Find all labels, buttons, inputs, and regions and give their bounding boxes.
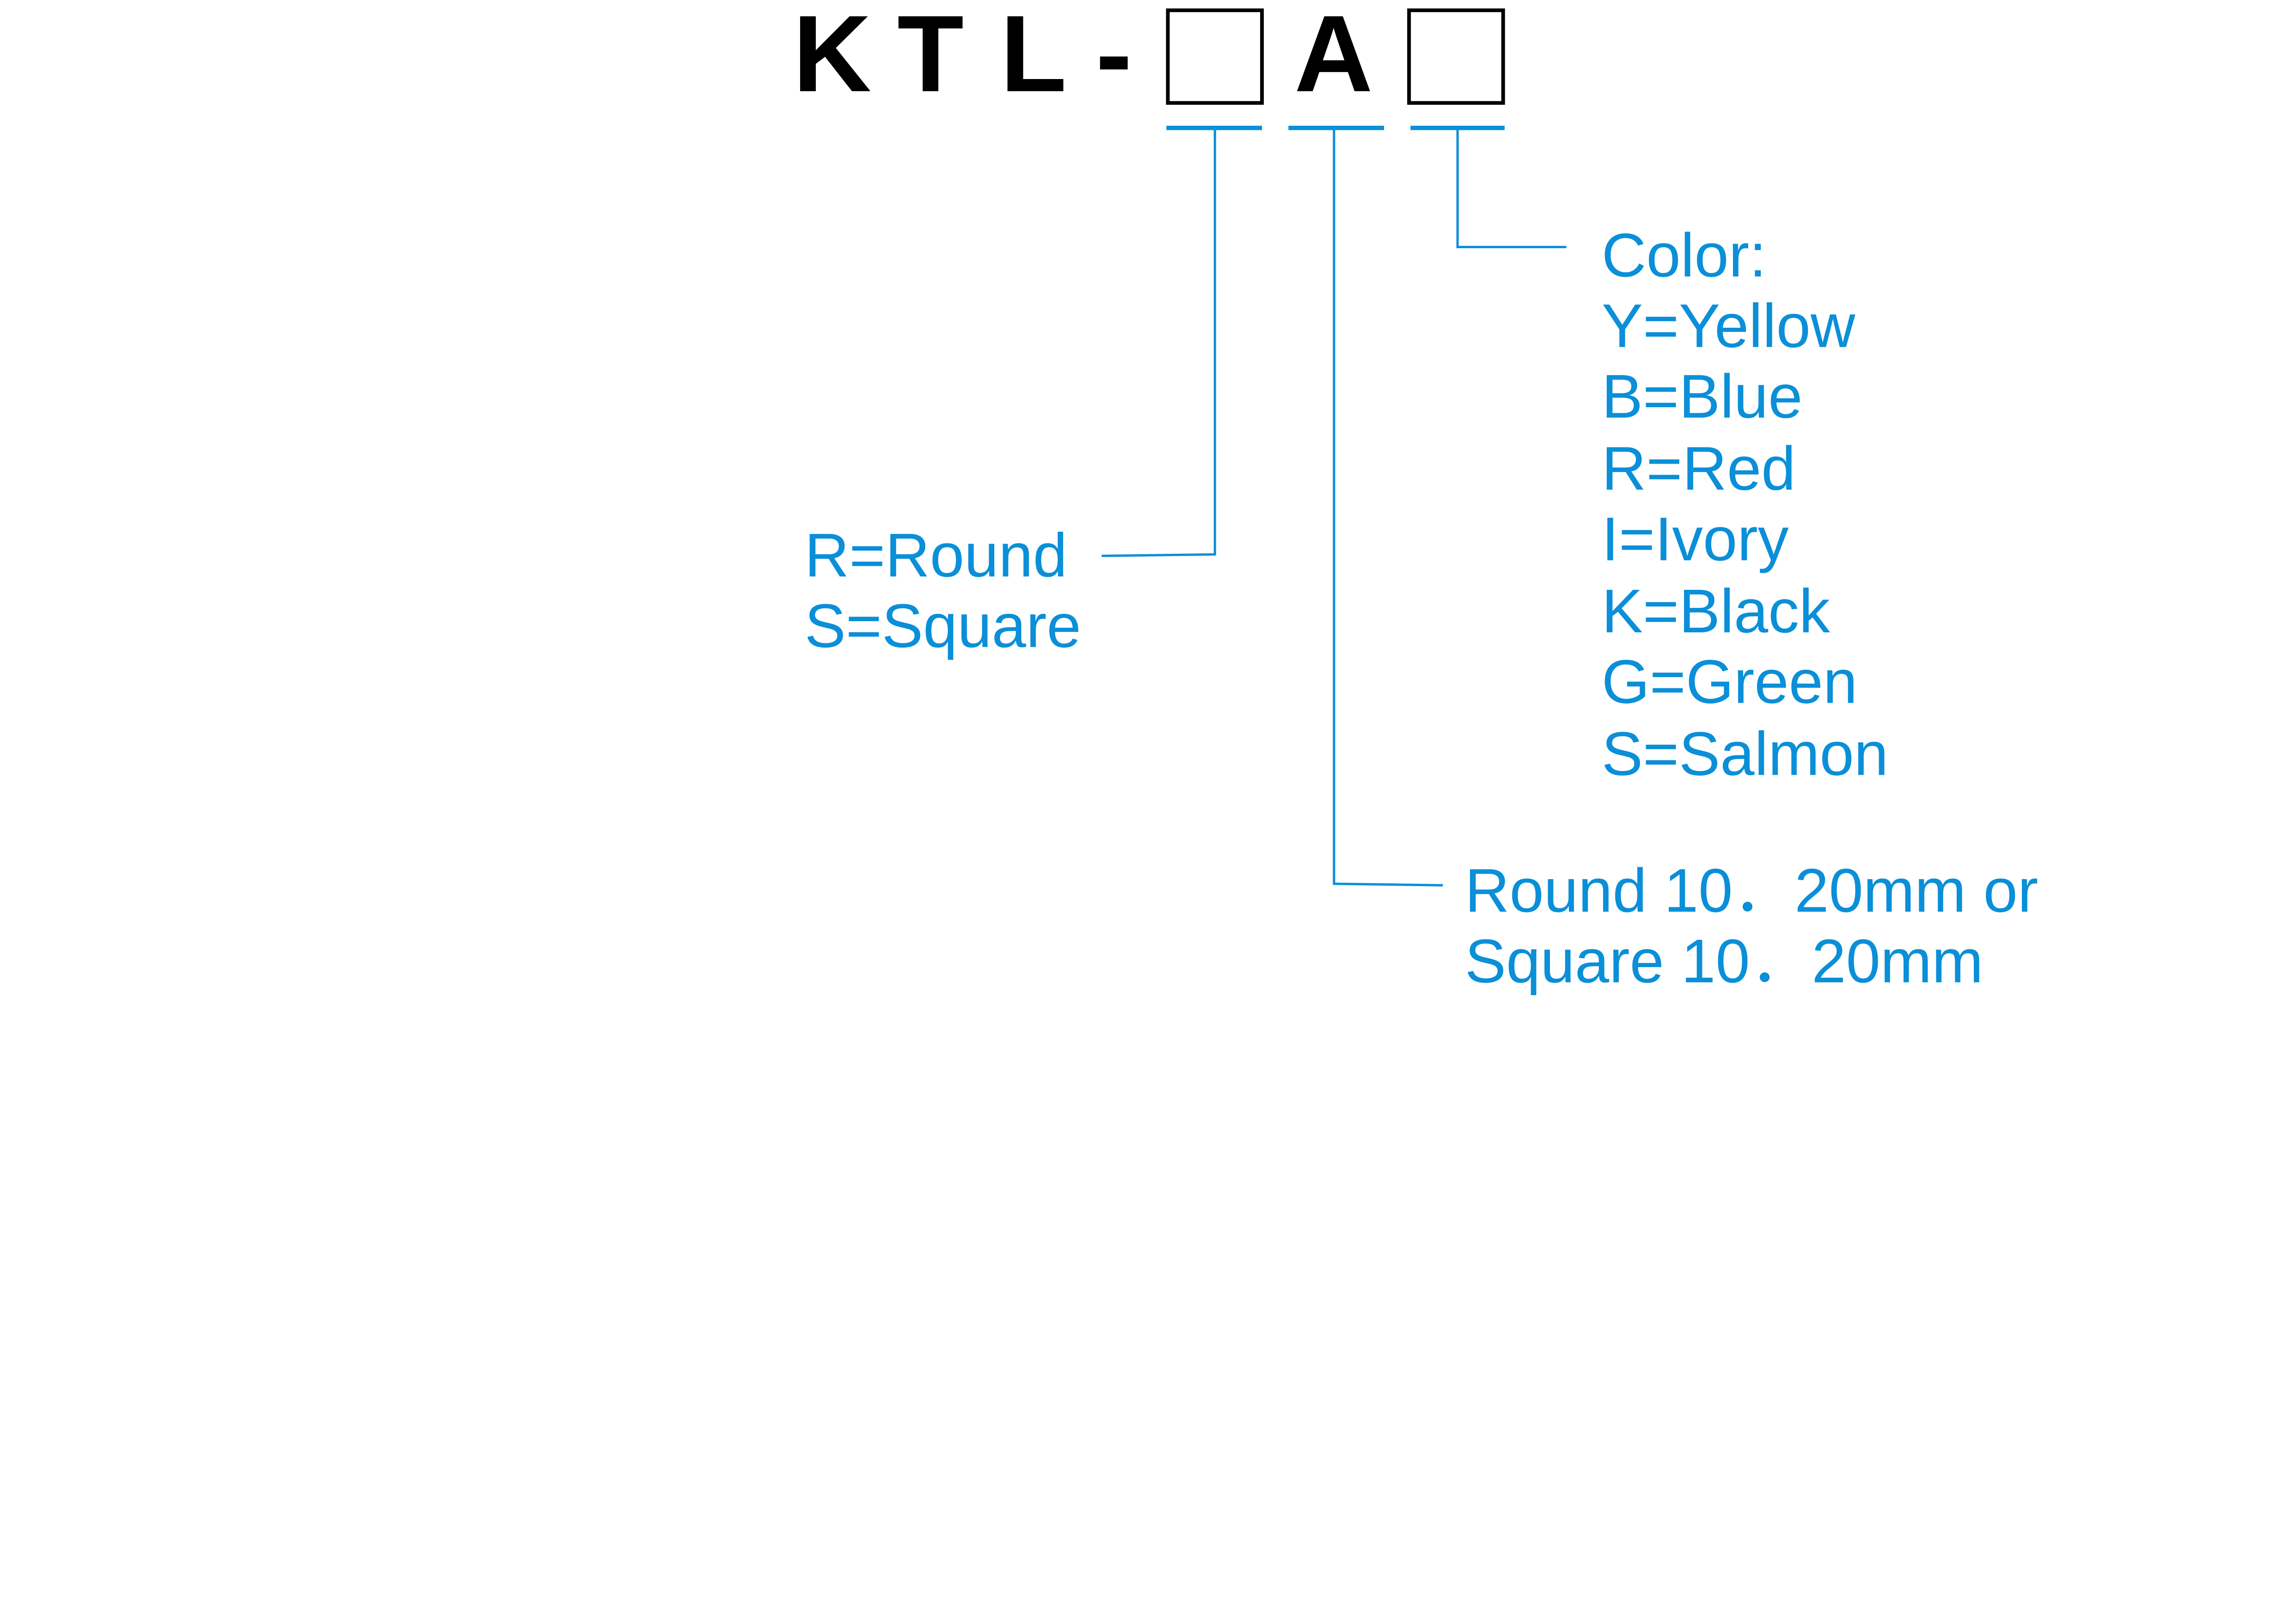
size-option-square: Square 10．20mm: [1465, 927, 1983, 996]
color-option-salmon: S=Salmon: [1602, 720, 1888, 789]
color-leader-line: [1456, 128, 1567, 249]
color-option-legend: Color: Y=Yellow B=Blue R=Red I=Ivory K=B…: [1602, 221, 1888, 788]
shape-leader-line: [1102, 128, 1216, 557]
color-option-blue: B=Blue: [1602, 362, 1803, 431]
color-option-title: Color:: [1602, 221, 1766, 290]
color-option-yellow: Y=Yellow: [1602, 292, 1855, 361]
shape-option-square: S=Square: [805, 592, 1081, 661]
size-option-legend: Round 10．20mm or Square 10．20mm: [1465, 856, 2038, 996]
code-letter-l: L: [1000, 0, 1067, 114]
color-placeholder-box: [1407, 8, 1505, 105]
shape-option-round: R=Round: [805, 521, 1067, 590]
code-letter-a: A: [1294, 0, 1373, 114]
size-leader-line: [1333, 128, 1443, 887]
code-letter-t: T: [897, 0, 964, 114]
size-option-round: Round 10．20mm or: [1465, 856, 2038, 925]
color-option-green: G=Green: [1602, 648, 1857, 716]
model-code: K T L - A: [793, 0, 1505, 114]
color-option-red: R=Red: [1602, 434, 1796, 503]
shape-option-legend: R=Round S=Square: [805, 521, 1081, 661]
shape-placeholder-box: [1166, 8, 1264, 105]
code-dash: -: [1096, 0, 1132, 114]
color-option-ivory: I=Ivory: [1602, 505, 1789, 574]
code-letter-k: K: [793, 0, 871, 114]
color-option-black: K=Black: [1602, 577, 1830, 646]
